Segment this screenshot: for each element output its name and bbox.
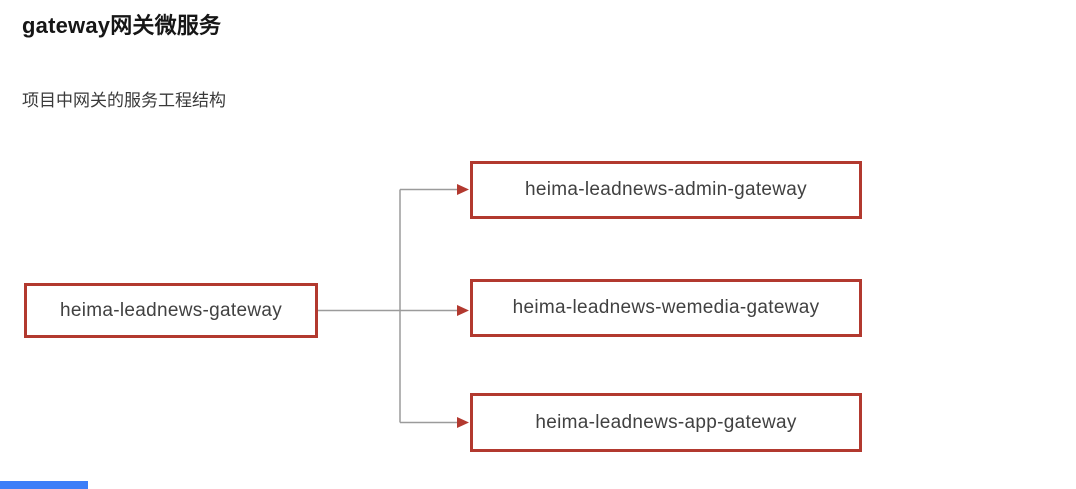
arrowhead-wemedia (457, 305, 469, 316)
progress-bar (0, 481, 88, 489)
node-label: heima-leadnews-wemedia-gateway (512, 297, 820, 318)
node-heima-leadnews-wemedia-gateway: heima-leadnews-wemedia-gateway (470, 279, 862, 337)
node-heima-leadnews-app-gateway: heima-leadnews-app-gateway (470, 393, 862, 452)
node-label: heima-leadnews-app-gateway (535, 411, 797, 433)
node-heima-leadnews-gateway: heima-leadnews-gateway (24, 283, 318, 338)
arrowhead-app (457, 417, 469, 428)
page-title: gateway网关微服务 (22, 13, 222, 38)
section-description: 项目中网关的服务工程结构 (22, 91, 226, 110)
node-label: heima-leadnews-gateway (59, 299, 283, 321)
node-label: heima-leadnews-admin-gateway (525, 179, 807, 200)
arrowhead-admin (457, 184, 469, 195)
node-heima-leadnews-admin-gateway: heima-leadnews-admin-gateway (470, 161, 862, 219)
